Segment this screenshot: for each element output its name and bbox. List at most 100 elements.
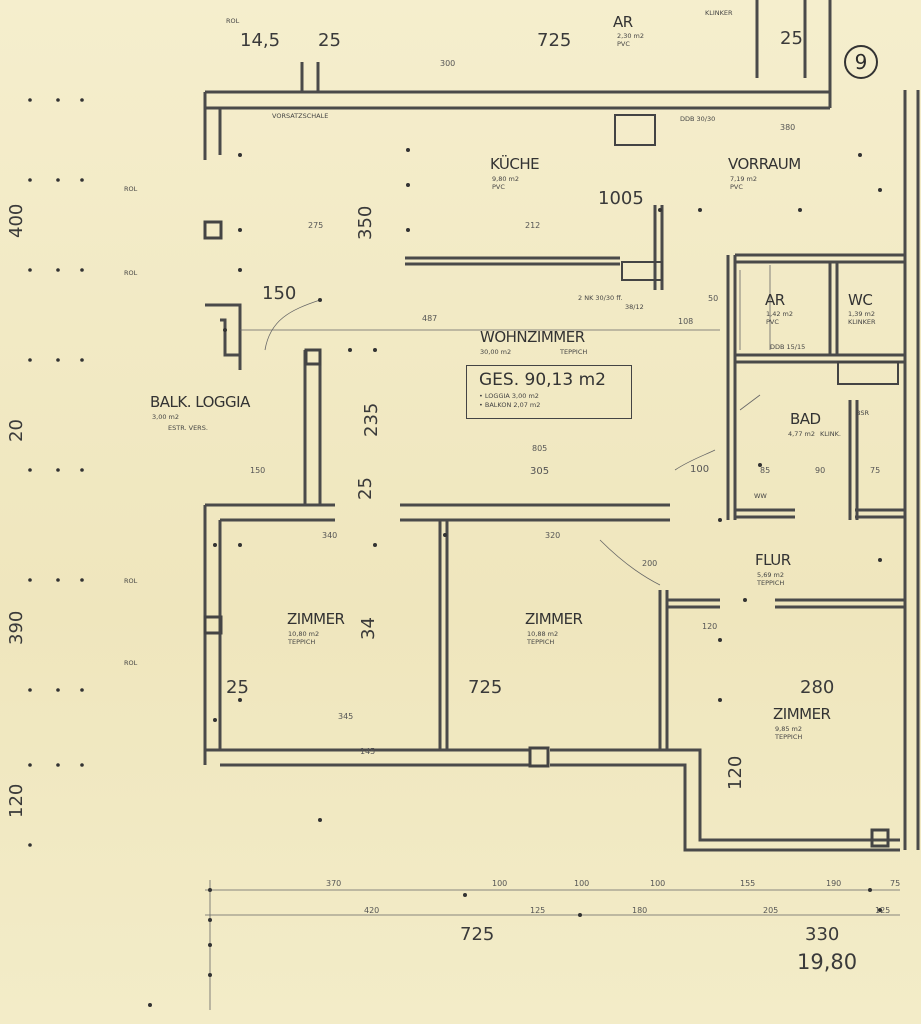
bsr-note: BSR xyxy=(856,409,869,417)
duct-top-note: DDB 30/30 xyxy=(680,115,716,123)
dim-b-100-b: 100 xyxy=(574,879,590,888)
chimney-note-2: 38/12 xyxy=(625,303,644,311)
room-floor-wohnzimmer: TEPPICH xyxy=(560,348,588,356)
room-label-zimmer-1: ZIMMER xyxy=(287,610,345,628)
dim-s-380-top: 380 xyxy=(780,123,796,132)
dim-top-725: 725 xyxy=(537,30,572,51)
room-label-vorraum: VORRAUM xyxy=(728,155,801,173)
room-floor-wc: KLINKER xyxy=(848,318,876,326)
vorsatzschale-note: VORSATZSCHALE xyxy=(272,112,329,120)
rol-note-top: ROL xyxy=(226,17,240,25)
dim-s-300-top: 300 xyxy=(440,59,456,68)
room-floor-zimmer-3: TEPPICH xyxy=(775,733,803,741)
dim-b-75: 75 xyxy=(890,879,901,888)
tub-note: WW xyxy=(754,492,767,500)
room-floor-ar-top: PVC xyxy=(617,40,630,48)
walls xyxy=(203,0,920,852)
column-markers xyxy=(203,114,899,848)
room-area-ar-top: 2,30 m2 xyxy=(617,32,645,40)
total-loggia: • LOGGIA 3,00 m2 xyxy=(479,392,539,400)
room-label-bad: BAD xyxy=(790,410,821,428)
room-floor-flur: TEPPICH xyxy=(757,579,785,587)
dim-s-75: 75 xyxy=(870,466,881,475)
dim-left-25: 25 xyxy=(226,677,249,698)
room-area-ar-mid: 1,42 m2 xyxy=(766,310,794,318)
room-floor-kueche: PVC xyxy=(492,183,505,191)
dim-top-25-b: 25 xyxy=(780,28,803,49)
dim-zimmer-725: 725 xyxy=(468,677,503,698)
room-floor-balk-loggia: ESTR. VERS. xyxy=(168,424,208,432)
dim-s-340: 340 xyxy=(322,531,338,540)
room-area-zimmer-3: 9,85 m2 xyxy=(775,725,803,733)
dim-bottom-725: 725 xyxy=(460,924,495,945)
dim-s-85: 85 xyxy=(760,466,771,475)
dim-b-100-c: 100 xyxy=(650,879,666,888)
dim-s-200: 200 xyxy=(642,559,658,568)
room-area-flur: 5,69 m2 xyxy=(757,571,785,579)
dim-s-345: 345 xyxy=(338,712,354,721)
dim-b-100-a: 100 xyxy=(492,879,508,888)
dim-b-125-b: 125 xyxy=(875,906,891,915)
room-label-balk-loggia: BALK. LOGGIA xyxy=(150,393,250,411)
dim-s-212: 212 xyxy=(525,221,541,230)
room-area-wohnzimmer: 30,00 m2 xyxy=(480,348,512,356)
room-area-zimmer-1: 10,80 m2 xyxy=(288,630,320,638)
dim-zimmer-34: 34 xyxy=(358,617,379,640)
room-label-wc: WC xyxy=(848,291,873,309)
dimension-lines xyxy=(205,265,900,1010)
dim-left-120: 120 xyxy=(6,783,27,818)
room-floor-zimmer-2: TEPPICH xyxy=(527,638,555,646)
dim-left-20: 20 xyxy=(6,419,27,442)
dim-s-100: 100 xyxy=(690,464,710,475)
rol-note-1: ROL xyxy=(124,185,138,193)
dim-b-370: 370 xyxy=(326,879,342,888)
dim-350: 350 xyxy=(355,205,376,240)
dim-s-805: 805 xyxy=(532,444,548,453)
room-label-ar-top: AR xyxy=(613,13,633,31)
total-area-label: GES. 90,13 m2 xyxy=(479,370,606,390)
dim-235: 235 xyxy=(361,402,382,437)
dim-b-180: 180 xyxy=(632,906,648,915)
dim-s-120: 120 xyxy=(702,622,718,631)
dim-1005: 1005 xyxy=(598,188,644,209)
dim-b-420: 420 xyxy=(364,906,380,915)
dim-left-400: 400 xyxy=(6,203,27,238)
room-floor-vorraum: PVC xyxy=(730,183,743,191)
room-area-bad: 4,77 m2 xyxy=(788,430,816,438)
room-label-ar-mid: AR xyxy=(765,291,785,309)
dim-s-487: 487 xyxy=(422,314,438,323)
dim-zimmer-280: 280 xyxy=(800,677,835,698)
room-area-zimmer-2: 10,88 m2 xyxy=(527,630,559,638)
rol-note-2: ROL xyxy=(124,269,138,277)
duct-ar-note: DDB 15/15 xyxy=(770,343,806,351)
dim-s-90: 90 xyxy=(815,466,826,475)
rol-note-4: ROL xyxy=(124,659,138,667)
dim-s-320: 320 xyxy=(545,531,561,540)
top-klinker-note: KLINKER xyxy=(705,9,733,17)
dim-s-108: 108 xyxy=(678,317,694,326)
room-label-wohnzimmer: WOHNZIMMER xyxy=(480,328,585,346)
grid-dots xyxy=(28,98,882,1007)
room-label-kueche: KÜCHE xyxy=(490,155,540,173)
dim-bottom-330: 330 xyxy=(805,924,840,945)
dim-b-205: 205 xyxy=(763,906,779,915)
room-label-flur: FLUR xyxy=(755,551,791,569)
dim-s-150: 150 xyxy=(250,466,266,475)
axis-marker-9: 9 xyxy=(844,45,878,79)
room-floor-ar-mid: PVC xyxy=(766,318,779,326)
dim-bottom-total: 19,80 xyxy=(797,950,858,974)
dim-s-305: 305 xyxy=(530,466,550,477)
dim-14-5: 14,5 xyxy=(240,30,281,51)
dim-b-190: 190 xyxy=(826,879,842,888)
room-area-wc: 1,39 m2 xyxy=(848,310,876,318)
dim-b-125-a: 125 xyxy=(530,906,546,915)
room-area-vorraum: 7,19 m2 xyxy=(730,175,758,183)
dim-s-50: 50 xyxy=(708,294,719,303)
dim-wohn-25: 25 xyxy=(355,477,376,500)
dim-loggia-150: 150 xyxy=(262,283,297,304)
dim-s-145: 145 xyxy=(360,747,376,756)
dim-b-155: 155 xyxy=(740,879,756,888)
rol-note-3: ROL xyxy=(124,577,138,585)
